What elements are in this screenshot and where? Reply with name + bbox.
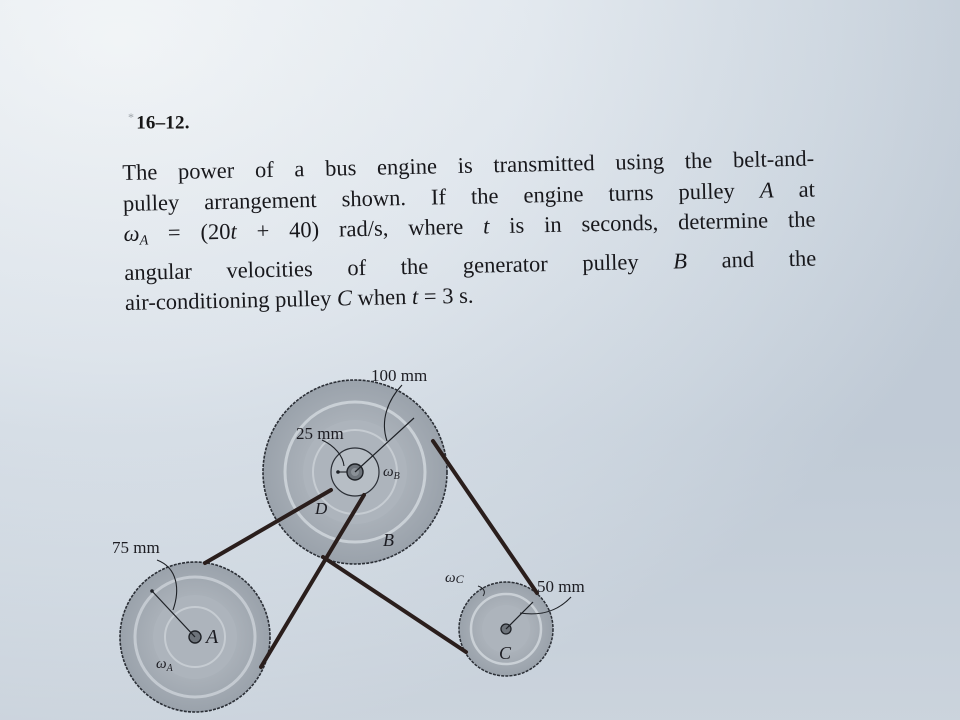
leader-omegaC [477,585,485,597]
leader-25mm [321,439,345,467]
label-omega-A: ωA [156,656,174,674]
pulley-B [262,379,448,565]
radius-line-C [505,601,534,630]
label-omega-C: ωC [445,570,465,586]
pulley-C [458,581,572,677]
belt-A-D-top [203,488,333,565]
label-25mm: 25 mm [296,424,344,443]
label-pulley-A: A [204,626,219,648]
radius-line-A [151,590,196,638]
label-hub-D: D [314,499,328,518]
leader-50mm [519,596,572,615]
label-pulley-B: B [383,530,394,550]
label-75mm: 75 mm [112,538,160,557]
belts [203,439,539,669]
belt-B-C-left [321,555,468,654]
label-100mm: 100 mm [371,366,427,385]
star-marker: * [128,110,135,124]
leader-100mm [383,384,403,442]
problem-number: *16–12. [128,110,190,134]
pulley-A [119,559,271,713]
label-pulley-C: C [499,643,512,663]
label-omega-B: ωB [383,464,400,482]
radius-line-B [354,417,415,473]
belt-A-D-bottom [259,493,366,669]
belt-B-C-right [431,439,539,595]
label-50mm: 50 mm [537,577,585,596]
problem-number-text: 16–12. [136,112,190,134]
leader-75mm [156,559,178,611]
